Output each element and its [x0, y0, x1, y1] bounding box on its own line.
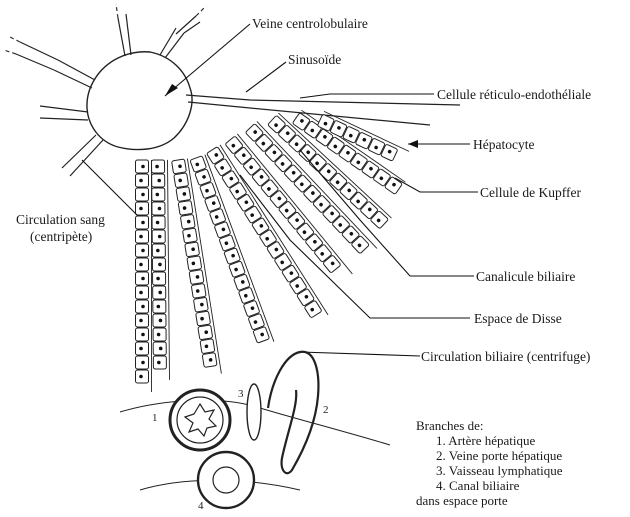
hepatocyte-nucleus — [139, 179, 143, 183]
hepatocyte-nucleus — [157, 179, 161, 183]
label-bile-canaliculus: Canalicule biliaire — [476, 269, 575, 284]
hepatocyte-nucleus — [159, 319, 163, 323]
label-blood-circulation-sub: (centripète) — [30, 229, 92, 244]
hepatocyte-cord — [152, 160, 170, 380]
hepatocyte-nucleus — [156, 249, 160, 253]
hepatocyte-nucleus — [139, 291, 143, 295]
lymphatic-vessel — [247, 384, 261, 440]
hepatocyte-nucleus — [141, 165, 145, 169]
hepatocyte-nucleus — [158, 207, 162, 211]
legend: Branches de: 1. Artère hépatique 2. Vein… — [416, 418, 563, 508]
hepatocyte-nucleus — [139, 375, 143, 379]
hepatocyte-cord — [136, 160, 152, 392]
number-3: 3 — [238, 388, 244, 400]
number-2: 2 — [323, 404, 329, 416]
legend-item-2: 2. Veine porte hépatique — [416, 448, 563, 463]
hepatocyte-nucleus — [139, 235, 143, 239]
central-vein — [87, 52, 192, 150]
legend-footer: dans espace porte — [416, 493, 563, 508]
label-bile-circulation: Circulation biliaire (centrifuge) — [421, 349, 590, 364]
hepatocyte-nucleus — [158, 291, 162, 295]
hepatocyte-nucleus — [141, 193, 145, 197]
hepatocyte-nucleus — [159, 347, 163, 351]
hepatocyte-nucleus — [158, 235, 162, 239]
legend-item-4: 4. Canal biliaire — [416, 478, 563, 493]
hepatocyte-nucleus — [141, 277, 145, 281]
label-central-vein: Veine centrolobulaire — [252, 16, 368, 31]
hepatocyte-nucleus — [139, 207, 143, 211]
hepatocyte-nucleus — [141, 221, 145, 225]
label-space-of-disse: Espace de Disse — [474, 311, 562, 326]
hepatocyte-nucleus — [141, 305, 145, 309]
label-reticulo-endothelial-cell: Cellule réticulo-endothéliale — [437, 87, 591, 102]
hepatocyte-nucleus — [158, 263, 162, 267]
label-blood-circulation: Circulation sang — [16, 212, 105, 227]
label-kupffer-cell: Cellule de Kupffer — [480, 185, 581, 200]
bile-duct — [198, 452, 254, 508]
hepatocyte-nucleus — [141, 333, 145, 337]
hepatocyte-cords — [136, 110, 410, 392]
portal-space — [120, 352, 390, 508]
label-sinusoid: Sinusoïde — [288, 52, 341, 67]
hepatocyte-nucleus — [139, 347, 143, 351]
legend-item-3: 3. Vaisseau lymphatique — [416, 463, 563, 478]
hepatocyte-nucleus — [156, 277, 160, 281]
hepatocyte-nucleus — [155, 165, 159, 169]
legend-item-1: 1. Artère hépatique — [416, 433, 563, 448]
hepatocyte-nucleus — [157, 333, 161, 337]
hepatocyte-nucleus — [141, 361, 145, 365]
hepatocyte-nucleus — [141, 249, 145, 253]
hepatocyte-nucleus — [139, 319, 143, 323]
label-hepatocyte: Hépatocyte — [473, 137, 534, 152]
hepatocyte-nucleus — [157, 361, 161, 365]
hepatocyte-nucleus — [156, 221, 160, 225]
hepatocyte-nucleus — [139, 263, 143, 267]
number-1: 1 — [152, 412, 158, 424]
legend-title: Branches de: — [416, 418, 563, 433]
hepatocyte-nucleus — [157, 305, 161, 309]
number-4: 4 — [198, 500, 204, 512]
hepatocyte-nucleus — [155, 193, 159, 197]
